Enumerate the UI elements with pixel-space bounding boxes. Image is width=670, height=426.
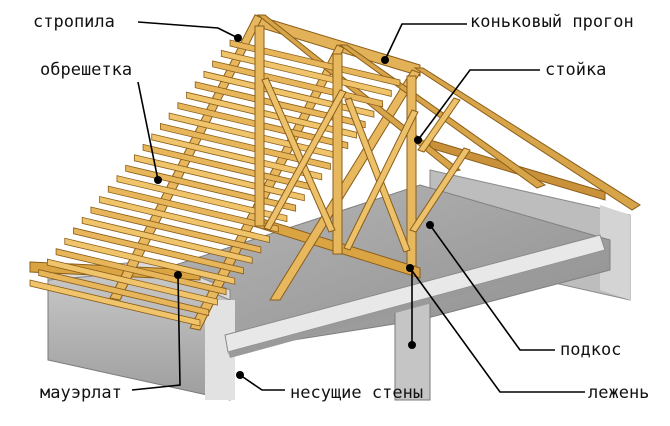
batten (107, 185, 279, 233)
batten (116, 175, 288, 223)
label-rafters: стропила (33, 12, 115, 32)
label-sill-beam: лежень (588, 383, 650, 403)
struts (261, 77, 471, 253)
leader-dots (154, 34, 434, 379)
batten (125, 164, 297, 212)
leader-lines (131, 21, 585, 393)
batten (55, 248, 227, 296)
batten (186, 91, 357, 139)
label-strut: подкос (560, 340, 622, 360)
batten (29, 279, 201, 327)
batten (160, 122, 331, 170)
batten (46, 258, 218, 306)
batten (81, 216, 253, 264)
label-bearing-walls: несущие стены (290, 383, 424, 403)
batten (64, 237, 236, 285)
batten (99, 196, 270, 244)
label-battens: обрешетка (40, 60, 133, 80)
label-mauerlat: мауэрлат (40, 383, 122, 403)
batten (73, 227, 244, 275)
label-post: стойка (545, 60, 607, 80)
label-ridge-purlin: коньковый прогон (470, 12, 634, 32)
front-walls (47, 259, 431, 401)
floor-beams (224, 234, 606, 358)
batten (90, 206, 262, 254)
batten (229, 39, 401, 87)
batten (151, 133, 323, 181)
batten (38, 269, 210, 317)
